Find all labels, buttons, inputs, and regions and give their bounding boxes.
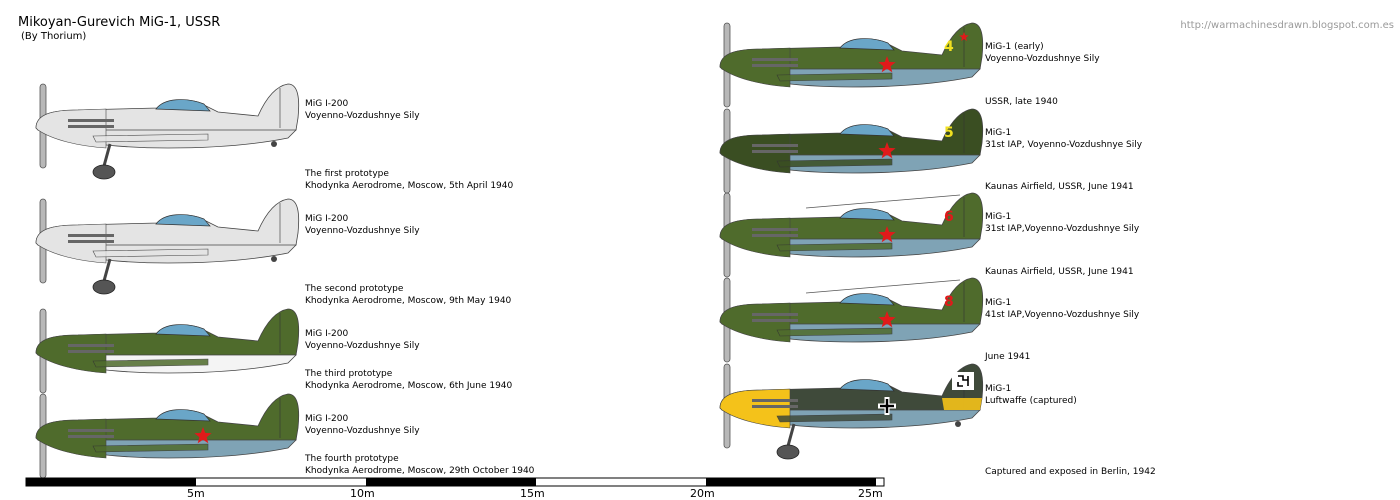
caption-line: Khodynka Aerodrome, Moscow, 5th April 19… <box>305 181 514 191</box>
aircraft-caption: Kaunas Airfield, USSR, June 1941 <box>985 182 1134 192</box>
scale-label: 10m <box>350 487 375 500</box>
aircraft-caption: Kaunas Airfield, USSR, June 1941 <box>985 267 1134 277</box>
aircraft-designation: MiG-1 <box>985 384 1012 394</box>
aircraft-caption: USSR, late 1940 <box>985 97 1058 107</box>
aircraft-designation: MiG I-200 <box>305 414 349 424</box>
aircraft-caption: Captured and exposed in Berlin, 1942 <box>985 467 1156 477</box>
aircraft-designation: MiG-1 <box>985 128 1012 138</box>
scale-label: 25m <box>858 487 883 500</box>
scale-label: 5m <box>187 487 205 500</box>
aircraft-designation: MiG I-200 <box>305 329 349 339</box>
caption-line: Khodynka Aerodrome, Moscow, 9th May 1940 <box>305 296 512 306</box>
aircraft-profile: 4 <box>719 22 984 108</box>
aircraft-operator: Voyenno-Vozdushnye Sily <box>305 341 420 351</box>
aircraft-designation: MiG I-200 <box>305 99 349 109</box>
aircraft-caption: The first prototype Khodynka Aerodrome, … <box>305 168 513 192</box>
aircraft-caption: June 1941 <box>985 352 1031 362</box>
aircraft-caption: The fourth prototype Khodynka Aerodrome,… <box>305 453 534 477</box>
aircraft-designation: MiG I-200 <box>305 214 349 224</box>
aircraft-profile: 8 <box>719 277 984 363</box>
tail-number: 6 <box>944 209 954 225</box>
tail-number: 8 <box>944 294 954 310</box>
aircraft-operator: Luftwaffe (captured) <box>985 396 1077 406</box>
aircraft-operator: 31st IAP,Voyenno-Vozdushnye Sily <box>985 224 1140 234</box>
aircraft-profile <box>719 363 984 460</box>
aircraft-profile: 6 <box>719 192 984 278</box>
aircraft-label: MiG I-200 Voyenno-Vozdushnye Sily <box>305 98 420 122</box>
aircraft-label: MiG-1 31st IAP,Voyenno-Vozdushnye Sily <box>985 211 1139 235</box>
tail-number: 4 <box>944 39 954 55</box>
page-title: Mikoyan-Gurevich MiG-1, USSR <box>18 15 221 30</box>
scale-label: 20m <box>690 487 715 500</box>
author-credit: (By Thorium) <box>21 31 87 42</box>
aircraft-operator: Voyenno-Vozdushnye Sily <box>305 426 420 436</box>
aircraft-caption: The second prototype Khodynka Aerodrome,… <box>305 283 511 307</box>
aircraft-profile <box>35 83 300 180</box>
caption-line: The first prototype <box>305 169 389 179</box>
aircraft-label: MiG-1 Luftwaffe (captured) <box>985 383 1077 407</box>
aircraft-label: MiG-1 41st IAP,Voyenno-Vozdushnye Sily <box>985 297 1139 321</box>
aircraft-profile <box>35 308 300 394</box>
aircraft-operator: 41st IAP,Voyenno-Vozdushnye Sily <box>985 310 1140 320</box>
aircraft-label: MiG-1 31st IAP, Voyenno-Vozdushnye Sily <box>985 127 1142 151</box>
aircraft-operator: Voyenno-Vozdushnye Sily <box>305 226 420 236</box>
caption-line: The fourth prototype <box>305 454 399 464</box>
aircraft-label: MiG I-200 Voyenno-Vozdushnye Sily <box>305 213 420 237</box>
aircraft-designation: MiG-1 <box>985 212 1012 222</box>
caption-line: The second prototype <box>305 284 404 294</box>
aircraft-designation: MiG-1 <box>985 298 1012 308</box>
aircraft-profile <box>35 198 300 295</box>
aircraft-label: MiG I-200 Voyenno-Vozdushnye Sily <box>305 413 420 437</box>
tail-number: 5 <box>944 125 954 141</box>
aircraft-operator: Voyenno-Vozdushnye Sily <box>305 111 420 121</box>
aircraft-profile <box>35 393 300 479</box>
scale-label: 15m <box>520 487 545 500</box>
aircraft-label: MiG-1 (early) Voyenno-Vozdushnye Sily <box>985 41 1100 65</box>
caption-line: Khodynka Aerodrome, Moscow, 6th June 194… <box>305 381 513 391</box>
source-url[interactable]: http://warmachinesdrawn.blogspot.com.es <box>1180 20 1394 31</box>
aircraft-operator: 31st IAP, Voyenno-Vozdushnye Sily <box>985 140 1143 150</box>
aircraft-caption: The third prototype Khodynka Aerodrome, … <box>305 368 512 392</box>
caption-line: Khodynka Aerodrome, Moscow, 29th October… <box>305 466 535 476</box>
caption-line: The third prototype <box>305 369 393 379</box>
aircraft-designation: MiG-1 (early) <box>985 42 1044 52</box>
aircraft-label: MiG I-200 Voyenno-Vozdushnye Sily <box>305 328 420 352</box>
aircraft-operator: Voyenno-Vozdushnye Sily <box>985 54 1100 64</box>
